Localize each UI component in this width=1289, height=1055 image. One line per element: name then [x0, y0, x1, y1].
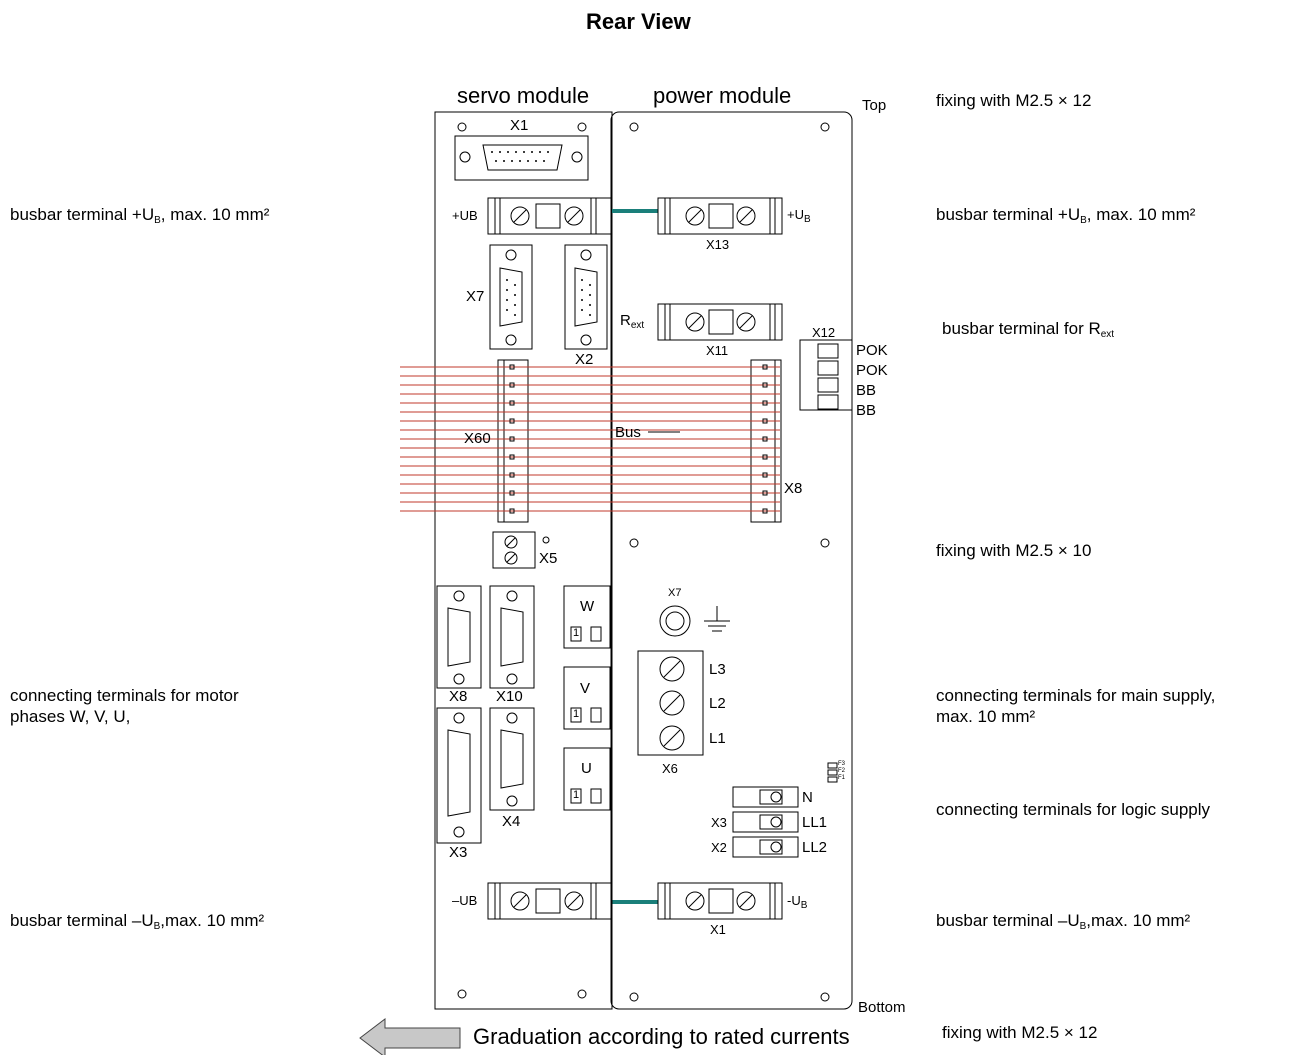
x1-sub-d-connector [454, 135, 589, 181]
bus-lines [400, 366, 780, 512]
label-x60: X60 [464, 430, 491, 447]
ground-icon [704, 606, 730, 632]
busbar-x11 [657, 303, 783, 341]
label-x2: X2 [575, 351, 594, 368]
page-title: Rear View [586, 9, 691, 34]
label-plus-ub: +UB [452, 208, 478, 223]
label-w: W [580, 598, 595, 615]
busbar-x1 [657, 882, 783, 920]
busbar-x13 [657, 197, 783, 235]
right-note-busbar-plus: busbar terminal +UB, max. 10 mm² [936, 205, 1196, 226]
graduation-caption: Graduation according to rated currents [473, 1024, 850, 1049]
label-n: N [802, 789, 813, 806]
label-x8-lower: X8 [449, 688, 468, 705]
x3-sub-d-connector [436, 707, 482, 844]
x60-header [497, 359, 529, 523]
label-x13: X13 [706, 237, 730, 252]
label-l1: L1 [709, 730, 726, 747]
label-x3: X3 [449, 844, 468, 861]
right-note-fixing-bottom: fixing with M2.5 × 12 [942, 1023, 1098, 1042]
right-note-fixing-mid: fixing with M2.5 × 10 [936, 541, 1092, 560]
power-module-label: power module [653, 83, 792, 108]
motor-terminal-u [563, 747, 611, 811]
label-ll1: LL1 [802, 814, 828, 831]
label-rext: Rext [620, 312, 645, 331]
x2-sub-d-connector [564, 244, 608, 350]
graduation-arrow-icon [359, 1017, 461, 1055]
label-plus-ub-power: +UB [787, 207, 811, 225]
motor-terminal-w [563, 585, 611, 649]
label-l2: L2 [709, 695, 726, 712]
x10-sub-d-connector [489, 585, 535, 689]
x12-terminal-block [799, 339, 853, 411]
label-pok-1: POK [856, 342, 888, 359]
label-minus-ub-power: -UB [787, 893, 808, 911]
x5-terminal [492, 531, 550, 569]
power-module-outline [610, 111, 853, 1010]
label-bb-1: BB [856, 382, 877, 399]
label-l3: L3 [709, 661, 726, 678]
right-note-logic-supply: connecting terminals for logic supply [936, 800, 1211, 819]
label-x7-power: X7 [668, 587, 682, 599]
label-x3-power: X3 [711, 815, 727, 830]
label-pok-2: POK [856, 362, 888, 379]
label-v-pin1: 1 [573, 708, 580, 720]
x6-main-terminal [637, 650, 704, 756]
header-pins [509, 364, 768, 514]
label-v: V [580, 680, 591, 697]
label-w-pin1: 1 [573, 627, 580, 639]
motor-terminal-v [563, 666, 611, 730]
left-note-busbar-plus: busbar terminal +UB, max. 10 mm² [10, 205, 270, 226]
left-note-busbar-minus: busbar terminal –UB,max. 10 mm² [10, 911, 265, 932]
right-note-rext: busbar terminal for Rext [942, 319, 1115, 340]
right-note-fixing-top: fixing with M2.5 × 12 [936, 91, 1092, 110]
right-note-main-supply: connecting terminals for main supply, ma… [936, 686, 1216, 726]
fixing-holes [457, 122, 830, 1002]
fuse-indicators [827, 762, 838, 783]
label-ll2: LL2 [802, 839, 828, 856]
left-note-motor: connecting terminals for motor phases W,… [10, 686, 239, 726]
servo-module-outline [434, 111, 613, 1010]
busbar-minus-ub-servo [487, 882, 613, 920]
label-bb-2: BB [856, 402, 877, 419]
top-label: Top [862, 97, 887, 114]
x8-header [750, 359, 782, 523]
label-x12: X12 [812, 325, 836, 340]
servo-module-label: servo module [457, 83, 590, 108]
label-x7: X7 [466, 288, 485, 305]
label-u: U [581, 760, 592, 777]
label-x1-power: X1 [710, 922, 726, 937]
label-u-pin1: 1 [573, 789, 580, 801]
right-note-busbar-minus: busbar terminal –UB,max. 10 mm² [936, 911, 1191, 932]
busbar-plus-ub-servo [487, 197, 613, 235]
logic-supply-terminals [732, 786, 799, 858]
label-minus-ub: –UB [452, 893, 478, 908]
label-bus: Bus [615, 424, 641, 441]
x7-sub-d-connector [489, 244, 533, 350]
label-x6: X6 [662, 761, 678, 776]
x8-sub-d-connector [436, 585, 482, 689]
label-x8-power: X8 [784, 480, 803, 497]
bottom-label: Bottom [858, 999, 906, 1016]
label-x1: X1 [510, 117, 529, 134]
label-x4: X4 [502, 813, 521, 830]
label-x5: X5 [539, 550, 558, 567]
label-x11: X11 [706, 343, 729, 358]
x4-sub-d-connector [489, 707, 535, 811]
earth-bolt-x7 [659, 605, 691, 637]
label-x2-power: X2 [711, 840, 727, 855]
label-x10: X10 [496, 688, 523, 705]
